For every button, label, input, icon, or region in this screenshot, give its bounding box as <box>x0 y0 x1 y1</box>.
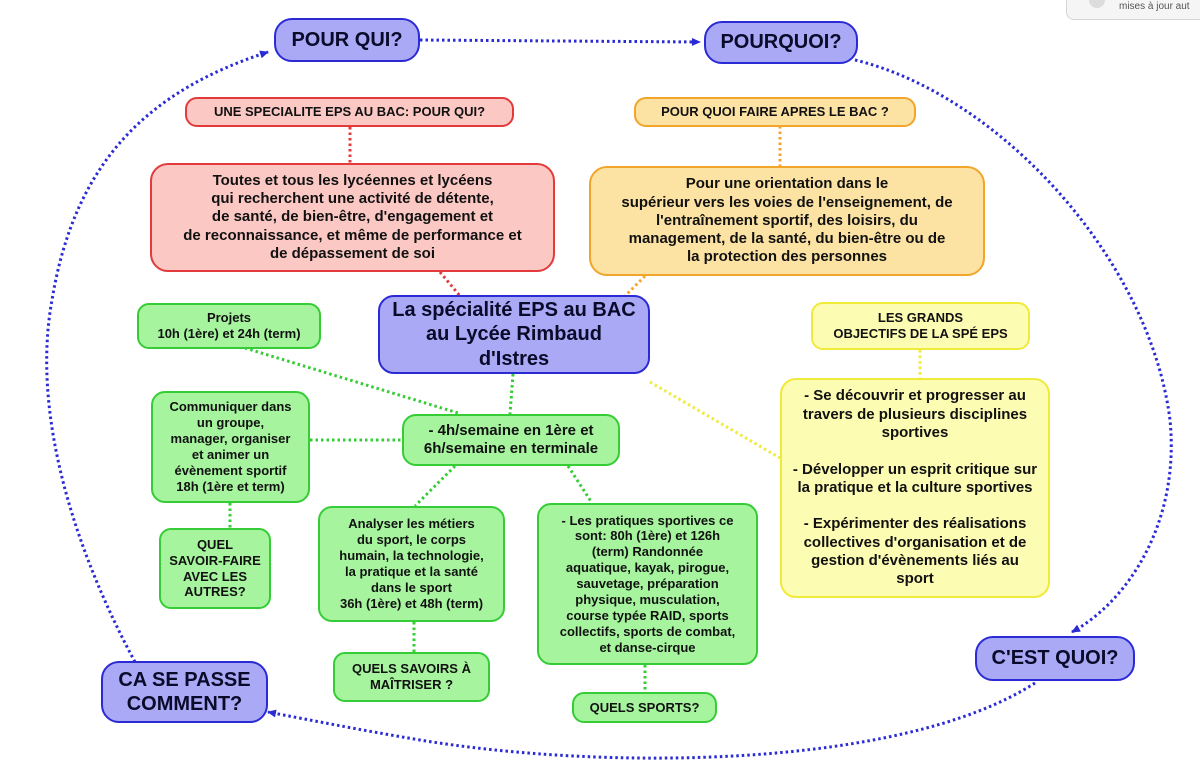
node-objectifs-title[interactable]: LES GRANDS OBJECTIFS DE LA SPÉ EPS <box>811 302 1030 350</box>
node-savoir-faire[interactable]: QUEL SAVOIR-FAIRE AVEC LES AUTRES? <box>159 528 271 609</box>
link-yellow-1 <box>649 380 781 460</box>
node-objectifs-list[interactable]: - Se découvrir et progresser au travers … <box>780 378 1050 598</box>
node-ca-se-passe-comment[interactable]: CA SE PASSE COMMENT? <box>101 661 268 723</box>
arrow-pourqui-to-pourquoi <box>419 37 701 46</box>
node-quels-savoirs[interactable]: QUELS SAVOIRS À MAÎTRISER ? <box>333 652 490 702</box>
node-pratiques[interactable]: - Les pratiques sportives ce sont: 80h (… <box>537 503 758 665</box>
node-quels-sports[interactable]: QUELS SPORTS? <box>572 692 717 723</box>
node-analyser[interactable]: Analyser les métiers du sport, le corps … <box>318 506 505 622</box>
node-pourquoi[interactable]: POURQUOI? <box>704 21 858 64</box>
link-green-center <box>508 373 515 415</box>
node-pour-qui[interactable]: POUR QUI? <box>274 18 420 62</box>
link-green-pratiques <box>566 465 594 504</box>
autosave-status-bar: mises à jour aut <box>1066 0 1200 20</box>
node-spe-pour-qui[interactable]: UNE SPECIALITE EPS AU BAC: POUR QUI? <box>185 97 514 127</box>
node-apres-bac[interactable]: POUR QUOI FAIRE APRES LE BAC ? <box>634 97 916 127</box>
autosave-status-text: mises à jour aut <box>1119 1 1190 12</box>
node-public-cible[interactable]: Toutes et tous les lycéennes et lycéens … <box>150 163 555 272</box>
node-center-title[interactable]: La spécialité EPS au BAC au Lycée Rimbau… <box>378 295 650 374</box>
node-orientation[interactable]: Pour une orientation dans le supérieur v… <box>589 166 985 276</box>
link-orange-2 <box>623 274 647 298</box>
link-green-analyser <box>413 464 457 508</box>
link-red-2 <box>438 271 462 297</box>
node-communiquer[interactable]: Communiquer dans un groupe, manager, org… <box>151 391 310 503</box>
cloud-icon <box>1089 0 1105 8</box>
node-projets[interactable]: Projets 10h (1ère) et 24h (term) <box>137 303 321 349</box>
node-cest-quoi[interactable]: C'EST QUOI? <box>975 636 1135 681</box>
node-heures[interactable]: - 4h/semaine en 1ère et 6h/semaine en te… <box>402 414 620 466</box>
